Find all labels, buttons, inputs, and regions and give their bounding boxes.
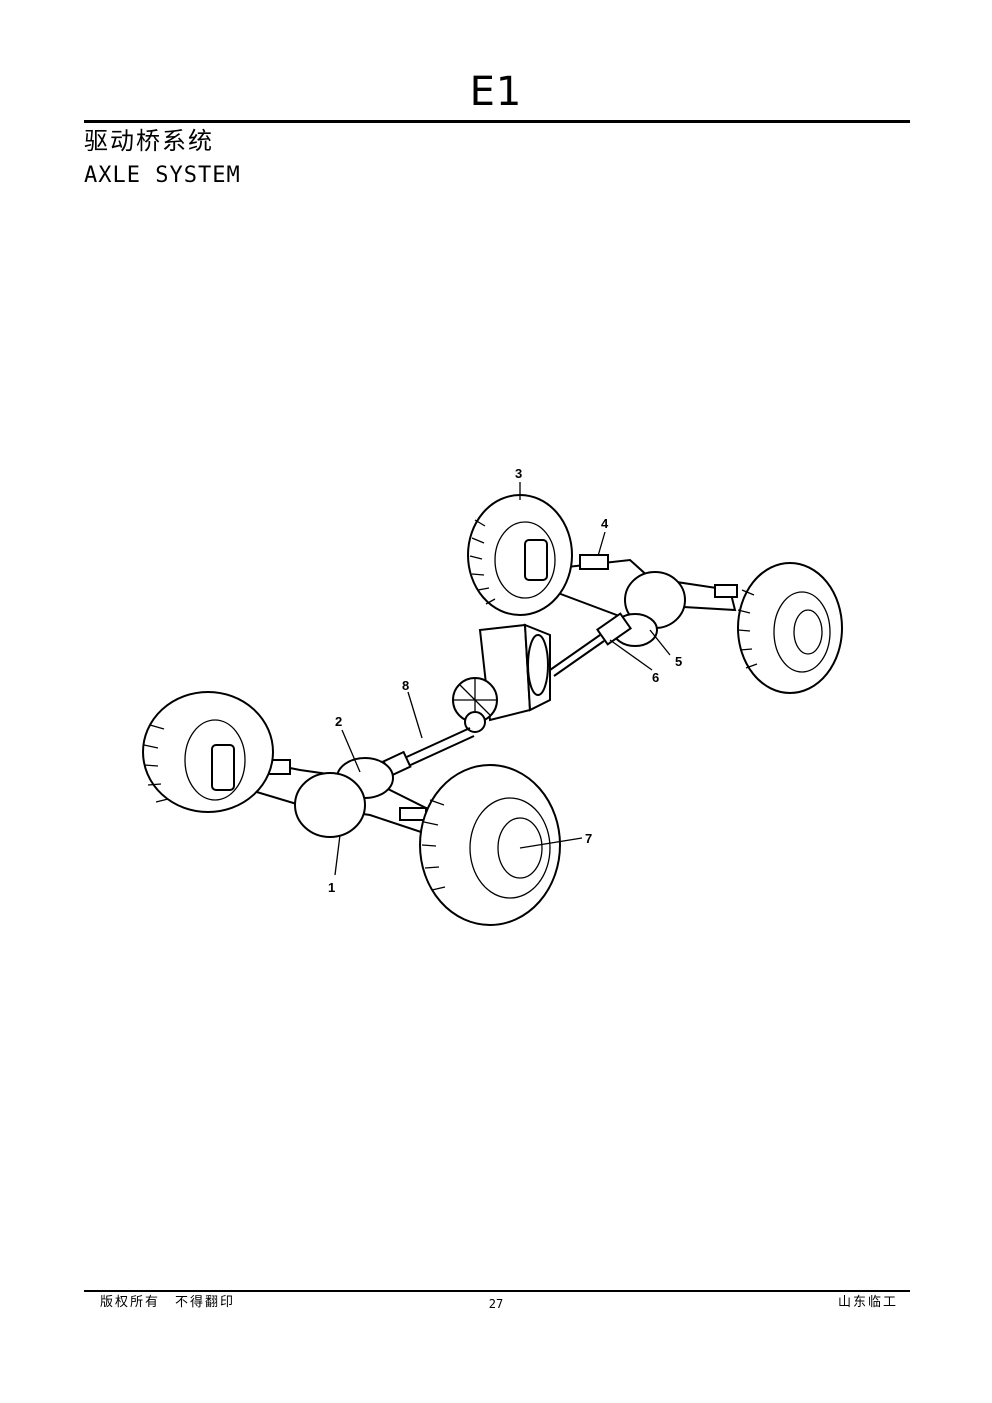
callout-8: 8: [402, 678, 423, 739]
callout-6: 6: [609, 639, 659, 685]
callout-4: 4: [597, 516, 609, 557]
svg-text:4: 4: [601, 516, 609, 531]
axle-system-illustration: 1 2 3 4 5 6 7 8: [130, 460, 860, 940]
front-left-wheel: [142, 691, 274, 813]
callout-5: 5: [649, 629, 682, 669]
front-drive-shaft: [382, 727, 475, 778]
footer-copyright: 版权所有 不得翻印: [100, 1295, 236, 1310]
svg-text:3: 3: [515, 466, 522, 481]
svg-text:2: 2: [335, 714, 342, 729]
callout-2: 2: [335, 714, 361, 773]
section-title-cn: 驱动桥系统: [84, 127, 214, 155]
footer-rule: [84, 1290, 910, 1292]
section-title-en: AXLE SYSTEM: [84, 163, 241, 188]
front-differential-housing: [294, 772, 366, 838]
front-right-wheel: [419, 764, 561, 926]
footer-company: 山东临工: [837, 1295, 898, 1310]
rear-right-wheel: [737, 562, 843, 694]
gearbox: [452, 623, 551, 733]
rear-drive-shaft: [549, 612, 633, 677]
callout-1: 1: [328, 834, 341, 895]
rear-axle-mount: [579, 554, 609, 570]
callout-7: 7: [519, 831, 592, 849]
header-rule: [84, 120, 910, 123]
svg-text:6: 6: [652, 670, 659, 685]
svg-text:7: 7: [585, 831, 592, 846]
callout-3: 3: [515, 466, 522, 500]
svg-text:5: 5: [675, 654, 682, 669]
axle-system-drawing: 1 2 3 4 5 6 7 8: [142, 466, 843, 926]
rear-left-wheel: [467, 494, 573, 616]
footer-page-number: 27: [488, 1297, 504, 1311]
page-code: E1: [469, 69, 523, 115]
svg-text:1: 1: [328, 880, 335, 895]
svg-text:8: 8: [402, 678, 409, 693]
